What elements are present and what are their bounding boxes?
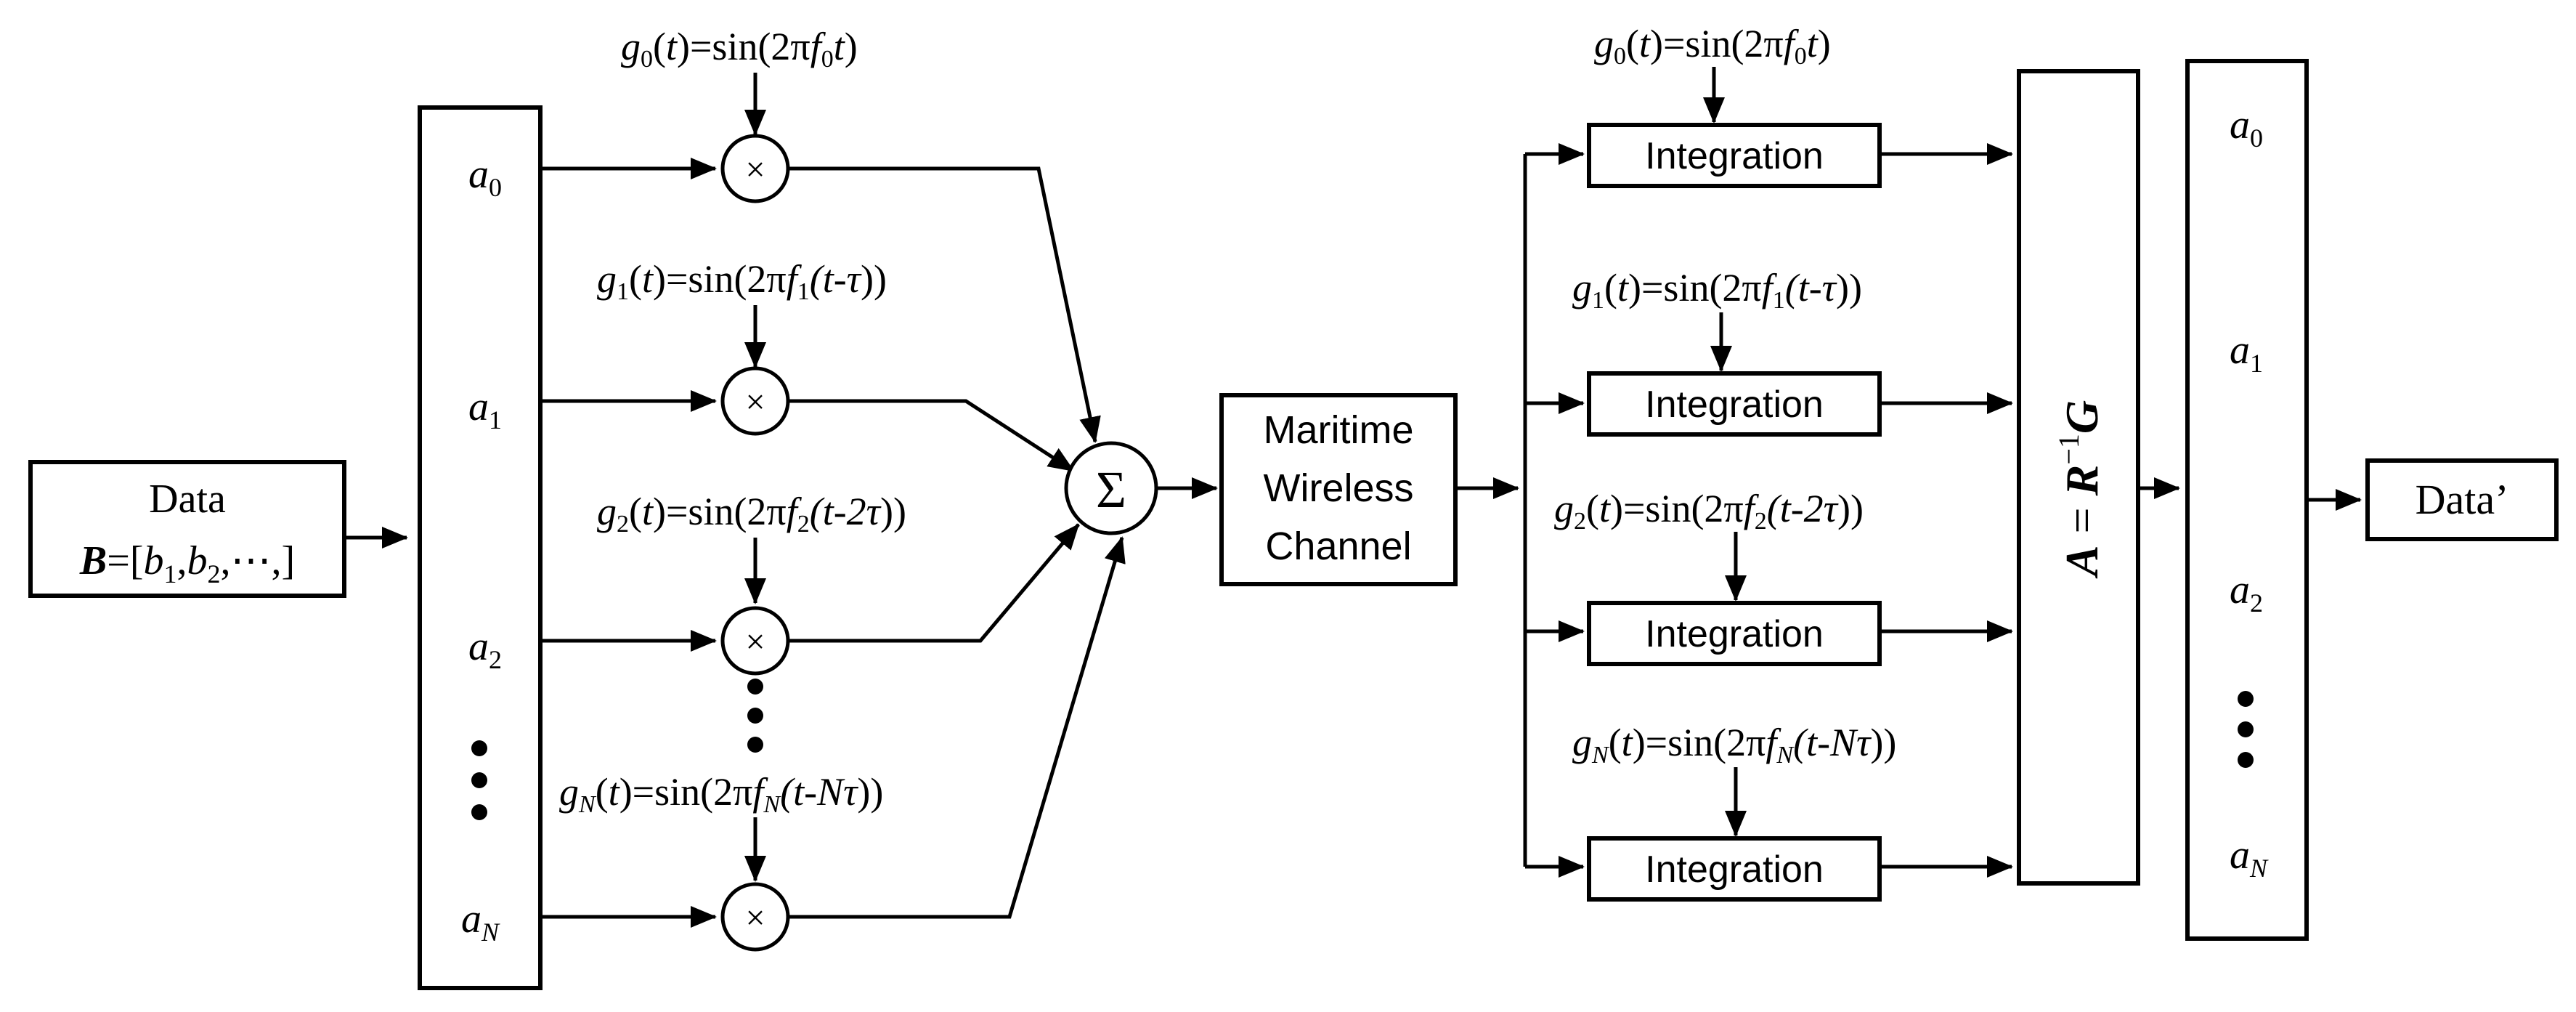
data-input-block: Data B=[b1,b2,⋯,] (28, 460, 346, 598)
tx-carrier-g0: g0(t)=sin(2πf0t) (621, 25, 858, 73)
tx-coeff-a0: a0 (468, 152, 502, 202)
integration-block-0: Integration (1587, 123, 1882, 188)
integration-block-2: Integration (1587, 601, 1882, 666)
svg-text:Wireless: Wireless (1263, 466, 1413, 510)
tx-carrier-gN: gN(t)=sin(2πfN(t-Nτ)) (559, 770, 883, 818)
svg-text:×: × (745, 623, 765, 661)
arrow-mult2-to-sum (788, 523, 1080, 643)
multiplier-2: × (720, 606, 790, 676)
tx-coeff-a1: a1 (468, 384, 502, 434)
tx-coeff-ellipsis (471, 740, 487, 820)
svg-text:×: × (745, 150, 765, 189)
tx-carrier-g2: g2(t)=sin(2πf2(t-2τ)) (597, 490, 906, 538)
data-input-vector: B=[b1,b2,⋯,] (79, 538, 295, 588)
data-input-label: Data (149, 477, 226, 522)
tx-coeff-a2: a2 (468, 624, 502, 674)
svg-text:Integration: Integration (1645, 384, 1824, 426)
rx-carrier-g2: g2(t)=sin(2πf2(t-2τ)) (1554, 487, 1864, 535)
data-output-label: Data’ (2415, 476, 2509, 523)
svg-text:Channel: Channel (1265, 525, 1411, 568)
arrow-multN-to-sum (788, 536, 1126, 919)
arrow-mult0-to-sum (788, 166, 1101, 443)
rx-coefficient-column (2185, 59, 2309, 941)
arrow-mult1-to-sum (788, 399, 1075, 473)
multiplier-0: × (720, 134, 790, 203)
multiplier-1: × (720, 366, 790, 436)
svg-text:Maritime: Maritime (1263, 408, 1413, 452)
rx-coeff-a0: a0 (2230, 102, 2263, 153)
summation-node: Σ (1064, 441, 1158, 535)
integration-block-N: Integration (1587, 836, 1882, 902)
integration-block-1: Integration (1587, 371, 1882, 437)
rx-carrier-g0: g0(t)=sin(2πf0t) (1594, 22, 1831, 70)
rx-coeff-ellipsis (2238, 691, 2254, 768)
svg-text:Integration: Integration (1645, 135, 1824, 177)
sum-symbol: Σ (1096, 461, 1126, 519)
svg-text:×: × (745, 899, 765, 937)
svg-text:Integration: Integration (1645, 849, 1824, 891)
solver-equation: A = R−1G (2052, 400, 2108, 579)
maritime-wireless-channel-block: Maritime Wireless Channel (1219, 393, 1458, 586)
carrier-ellipsis (747, 679, 763, 753)
svg-text:×: × (745, 383, 765, 421)
rx-carrier-gN: gN(t)=sin(2πfN(t-Nτ)) (1572, 721, 1896, 769)
rx-coeff-a2: a2 (2230, 567, 2263, 618)
rx-coeff-aN: aN (2230, 833, 2269, 883)
rx-coeff-a1: a1 (2230, 328, 2263, 378)
svg-text:Integration: Integration (1645, 613, 1824, 655)
data-output-block: Data’ (2365, 458, 2559, 541)
multiplier-N: × (720, 882, 790, 952)
tx-coeff-aN: aN (461, 896, 500, 947)
tx-coefficient-column (418, 105, 543, 990)
rx-carrier-g1: g1(t)=sin(2πf1(t-τ)) (1572, 266, 1862, 314)
tx-carrier-g1: g1(t)=sin(2πf1(t-τ)) (597, 257, 887, 305)
solver-block: A = R−1G (2017, 69, 2140, 886)
